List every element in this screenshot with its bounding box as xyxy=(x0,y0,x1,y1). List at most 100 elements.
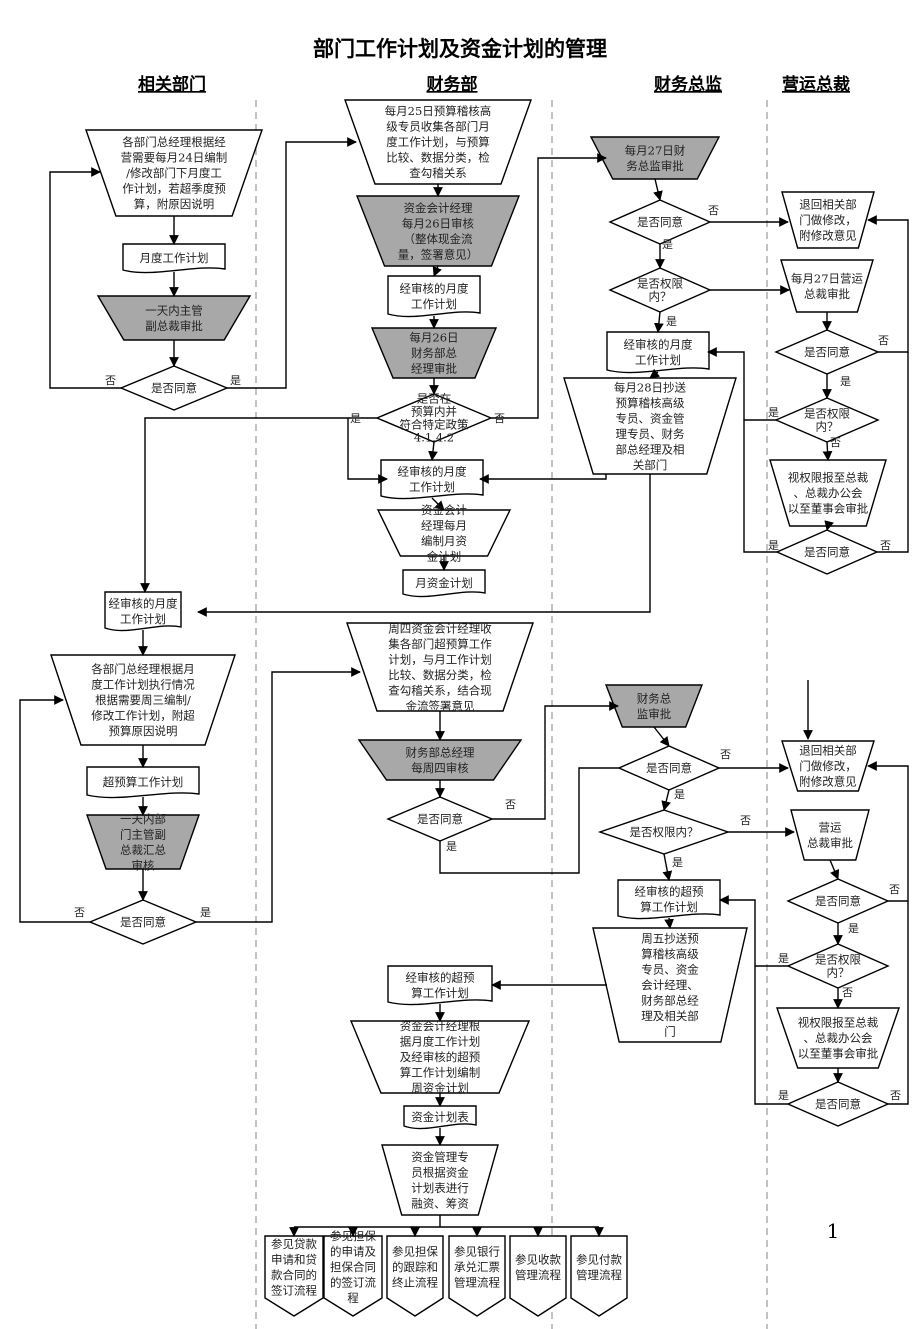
ref-receipt-process-label: 管理流程 xyxy=(515,1268,561,1282)
authority-decision-label: 内？ xyxy=(649,290,672,304)
yes-label: 是 xyxy=(674,788,685,801)
vp-approval-step xyxy=(96,295,252,341)
agree-decision xyxy=(119,365,229,411)
ref-guarantee-tracking-process-label: 的跟踪和 xyxy=(392,1260,438,1274)
agree-decision xyxy=(786,1081,890,1127)
weekly-collect-step xyxy=(346,622,534,712)
reviewed-plan-doc xyxy=(380,459,484,500)
budget-prep-step-label: /修改部门下月度工 xyxy=(126,166,222,180)
no-label: 否 xyxy=(880,539,891,552)
no-label: 否 xyxy=(105,374,116,387)
connector-arrow xyxy=(197,474,651,617)
yes-label: 是 xyxy=(230,374,241,387)
reviewed-over-budget-plan-doc-label: 经审核的超预 xyxy=(635,884,704,898)
cc-distribution-step-label: 预算稽核高级 xyxy=(616,396,685,410)
cc-distribution-step-label: 部总经理及相 xyxy=(616,442,685,456)
vp-summary-review-step-label: 一天内部 xyxy=(120,812,166,826)
ref-guarantee-contract-process-label: 参见担保 xyxy=(330,1229,376,1243)
connector-arrow xyxy=(432,265,442,277)
budget-prep-step-label: 算，附原因说明 xyxy=(134,197,215,211)
yes-label: 是 xyxy=(446,840,457,853)
fund-accounting-review-step-label: 量，签署意见） xyxy=(398,247,479,261)
agree-decision-label: 是否同意 xyxy=(637,215,683,229)
ops-president-approval-step-label: 总裁审批 xyxy=(807,836,853,850)
ref-guarantee-contract-process-label: 担保合同 xyxy=(330,1260,376,1274)
finance-gm-weekly-review-step xyxy=(357,739,523,781)
lane-header-finance-department: 财务部 xyxy=(426,74,478,95)
ref-loan-contract-process-label: 签订流程 xyxy=(271,1283,317,1297)
finance-gm-approval-step-label: 财务部总 xyxy=(411,346,457,360)
vp-summary-review-step-label: 门主管副 xyxy=(120,827,166,841)
yes-label: 是 xyxy=(662,238,673,251)
connector-arrow xyxy=(719,895,788,967)
weekly-collect-step-label: 比较、数据分类，检 xyxy=(388,668,492,682)
ref-receipt-process-label: 参见收款 xyxy=(515,1252,561,1266)
budget-prep-step-label: 各部门总经理根据经 xyxy=(122,135,226,149)
reviewed-plan-doc-label: 工作计划 xyxy=(635,353,681,367)
budget-collect-step-label: 级专员收集各部门月 xyxy=(386,120,490,134)
agree-decision-label: 是否同意 xyxy=(151,381,197,395)
no-label: 否 xyxy=(830,436,841,449)
connector-arrow xyxy=(829,859,840,880)
weekly-fund-plan-step-label: 资金会计经理根 xyxy=(400,1019,481,1033)
over-budget-prep-step-label: 各部门总经理根据月 xyxy=(91,662,195,676)
monthly-plan-doc-label: 月度工作计划 xyxy=(140,251,209,265)
ref-loan-contract-process-label: 参见贷款 xyxy=(271,1237,317,1251)
budget-policy-decision-label: 是否在 xyxy=(417,392,452,406)
authority-decision-label: 是否权限内？ xyxy=(630,825,699,839)
no-label: 否 xyxy=(842,986,853,999)
weekly-cc-distribution-step-label: 财务部总经 xyxy=(641,994,699,1008)
yes-label: 是 xyxy=(840,375,851,388)
no-label: 否 xyxy=(74,906,85,919)
yes-label: 是 xyxy=(672,856,683,869)
connector-arrow xyxy=(649,368,660,379)
no-label: 否 xyxy=(708,204,719,217)
authority-decision-label: 内？ xyxy=(827,966,850,980)
fund-accounting-review-step-label: 每月26日审核 xyxy=(402,216,475,230)
reviewed-plan-doc xyxy=(606,331,710,374)
over-budget-plan-doc xyxy=(86,766,200,799)
reviewed-plan-doc xyxy=(104,591,182,632)
yes-label: 是 xyxy=(666,315,677,328)
ops-president-approval-step-label: 营运 xyxy=(819,820,842,834)
authority-decision-label: 是否权限 xyxy=(804,407,850,421)
financing-step xyxy=(381,1144,499,1216)
fund-accounting-review-step xyxy=(355,195,521,267)
over-budget-prep-step-label: 根据需要周三编制/ xyxy=(95,693,191,707)
board-escalation-step xyxy=(776,1007,900,1069)
budget-collect-step xyxy=(344,99,532,185)
authority-decision-label: 是否权限 xyxy=(637,277,683,291)
board-escalation-step xyxy=(769,459,887,527)
ref-payment-process xyxy=(570,1235,628,1317)
connector-arrow xyxy=(867,761,909,902)
weekly-fund-plan-step-label: 及经审核的超预 xyxy=(400,1050,481,1064)
agree-decision xyxy=(775,529,879,575)
ref-bank-acceptance-process-label: 参见银行 xyxy=(454,1245,500,1259)
agree-decision-label: 是否同意 xyxy=(417,812,463,826)
agree-decision xyxy=(88,899,198,945)
cc-distribution-step-label: 专员、资金管 xyxy=(616,411,685,425)
financing-step-label: 资金管理专 xyxy=(411,1150,469,1164)
cc-distribution-step-label: 理专员、财务 xyxy=(616,427,685,441)
connector-arrow xyxy=(654,311,664,333)
vp-summary-review-step xyxy=(86,814,200,870)
ref-guarantee-contract-process-label: 的签订流 xyxy=(330,1276,376,1290)
vp-approval-step-label: 一天内主管 xyxy=(145,303,203,317)
weekly-collect-step-label: 周四资金会计经理收 xyxy=(388,621,492,635)
reviewed-plan-doc-label: 经审核的月度 xyxy=(400,281,469,295)
connector-arrow xyxy=(662,853,673,881)
no-label: 否 xyxy=(890,1089,901,1102)
connector-arrow xyxy=(347,418,388,484)
reviewed-over-budget-plan-doc-label: 算工作计划 xyxy=(640,900,698,914)
weekly-collect-step-label: 查勾稽关系，结合现 xyxy=(388,683,492,697)
reviewed-plan-doc-label: 经审核的月度 xyxy=(109,596,178,610)
weekly-cc-distribution-step-label: 周五抄送预 xyxy=(641,932,699,946)
finance-director-approval-step-label: 监审批 xyxy=(637,707,672,721)
ref-loan-contract-process xyxy=(264,1235,324,1317)
weekly-cc-distribution-step-label: 理及相关部 xyxy=(641,1009,699,1023)
finance-gm-weekly-review-step-label: 每周四审核 xyxy=(411,761,469,775)
weekly-cc-distribution-step xyxy=(592,927,748,1043)
return-for-revision-step xyxy=(781,740,875,792)
board-escalation-step-label: 以至董事会审批 xyxy=(798,1047,879,1061)
